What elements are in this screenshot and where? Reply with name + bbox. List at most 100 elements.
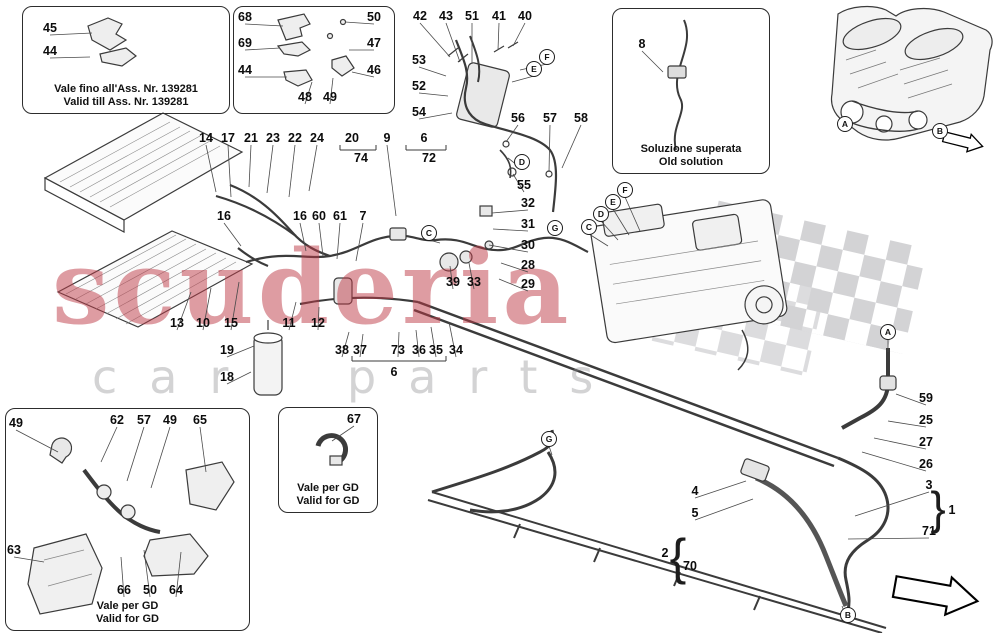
part-callout: 1 xyxy=(949,503,956,517)
part-callout: 6 xyxy=(421,131,428,145)
part-callout: 38 xyxy=(335,343,349,357)
part-callout: 53 xyxy=(412,53,426,67)
radiator-drawing xyxy=(43,112,244,233)
panel-old-solution-label: Soluzione superata Old solution xyxy=(613,143,769,169)
part-number: 9 xyxy=(383,131,391,145)
part-callout: 18 xyxy=(220,370,234,384)
part-callout: 4 xyxy=(692,484,699,498)
part-callout: 13 xyxy=(170,316,184,330)
part-callout: 70 xyxy=(683,559,697,573)
part-number: 2 xyxy=(661,546,669,560)
part-number: 65 xyxy=(193,413,207,427)
direction-arrow-engine xyxy=(941,131,984,153)
note-english: Valid for GD xyxy=(296,495,360,507)
panel-valid-till-label: Vale fino all'Ass. Nr. 139281 Valid till… xyxy=(23,83,229,109)
brace-char: } xyxy=(930,482,946,534)
part-callout: 45 xyxy=(43,21,57,35)
part-callout: 20 xyxy=(345,131,359,145)
note-english: Old solution xyxy=(658,156,724,168)
part-callout: 29 xyxy=(521,277,535,291)
part-number: 56 xyxy=(511,111,525,125)
part-number: 11 xyxy=(282,316,296,330)
part-callout: 3 xyxy=(926,478,933,492)
part-number: 28 xyxy=(521,258,535,272)
part-callout: 47 xyxy=(367,36,381,50)
part-callout: 17 xyxy=(221,131,235,145)
part-number: 6 xyxy=(390,365,398,379)
part-callout: 61 xyxy=(333,209,347,223)
section-letter-badge: C xyxy=(581,219,597,235)
part-callout: 16 xyxy=(217,209,231,223)
section-letter-badge: D xyxy=(593,206,609,222)
note-italian: Vale per GD xyxy=(96,600,159,612)
part-number: 58 xyxy=(574,111,588,125)
part-callout: 37 xyxy=(353,343,367,357)
grouping-brackets xyxy=(339,145,447,362)
section-letter-badge: A xyxy=(837,116,853,132)
part-callout: 50 xyxy=(367,10,381,24)
part-number: 43 xyxy=(439,9,453,23)
section-letter-badge: F xyxy=(617,182,633,198)
panel-valid-till-assembly: Vale fino all'Ass. Nr. 139281 Valid till… xyxy=(22,6,230,114)
part-number: 48 xyxy=(298,90,312,104)
part-callout: 49 xyxy=(323,90,337,104)
section-letter: F xyxy=(622,185,628,195)
panel-brackets-inset xyxy=(233,6,395,114)
section-letter-badge: G xyxy=(541,431,557,447)
part-callout: 30 xyxy=(521,238,535,252)
section-letter-badge: F xyxy=(539,49,555,65)
part-callout: 49 xyxy=(163,413,177,427)
part-callout: 69 xyxy=(238,36,252,50)
part-callout: 32 xyxy=(521,196,535,210)
part-number: 57 xyxy=(137,413,151,427)
part-callout: 36 xyxy=(412,343,426,357)
part-callout: 2 xyxy=(662,546,669,560)
part-number: 59 xyxy=(919,391,933,405)
part-number: 52 xyxy=(412,79,426,93)
part-number: 68 xyxy=(238,10,252,24)
part-number: 63 xyxy=(7,543,21,557)
part-number: 72 xyxy=(422,151,436,165)
part-callout: 26 xyxy=(919,457,933,471)
part-callout: 10 xyxy=(196,316,210,330)
part-callout: 60 xyxy=(312,209,326,223)
part-number: 20 xyxy=(345,131,359,145)
part-number: 70 xyxy=(683,559,697,573)
hvac-wire xyxy=(737,329,749,371)
part-number: 49 xyxy=(163,413,177,427)
part-number: 10 xyxy=(196,316,210,330)
part-callout: 33 xyxy=(467,275,481,289)
part-number: 16 xyxy=(217,209,231,223)
part-number: 27 xyxy=(919,435,933,449)
part-callout: 7 xyxy=(360,209,367,223)
part-number: 61 xyxy=(333,209,347,223)
part-callout: 43 xyxy=(439,9,453,23)
part-number: 23 xyxy=(266,131,280,145)
part-callout: 8 xyxy=(639,37,646,51)
part-callout: 34 xyxy=(449,343,463,357)
part-number: 71 xyxy=(922,524,936,538)
part-number: 44 xyxy=(238,63,252,77)
part-callout: 14 xyxy=(199,131,213,145)
part-callout: 42 xyxy=(413,9,427,23)
panel-valid-gd-clamp-label: Vale per GD Valid for GD xyxy=(279,482,377,508)
part-number: 41 xyxy=(492,9,506,23)
part-callout: 28 xyxy=(521,258,535,272)
note-english: Valid till Ass. Nr. 139281 xyxy=(63,96,189,108)
part-number: 12 xyxy=(311,316,325,330)
part-number: 51 xyxy=(465,9,479,23)
part-number: 13 xyxy=(170,316,184,330)
part-number: 15 xyxy=(224,316,238,330)
section-letter-badge: D xyxy=(514,154,530,170)
part-number: 3 xyxy=(925,478,933,492)
part-number: 60 xyxy=(312,209,326,223)
part-number: 50 xyxy=(143,583,157,597)
part-number: 21 xyxy=(244,131,258,145)
part-callout: 48 xyxy=(298,90,312,104)
part-number: 31 xyxy=(521,217,535,231)
part-callout: 74 xyxy=(354,151,368,165)
part-number: 25 xyxy=(919,413,933,427)
receiver-drier-drawing xyxy=(253,320,283,396)
section-letter-badge: A xyxy=(880,324,896,340)
